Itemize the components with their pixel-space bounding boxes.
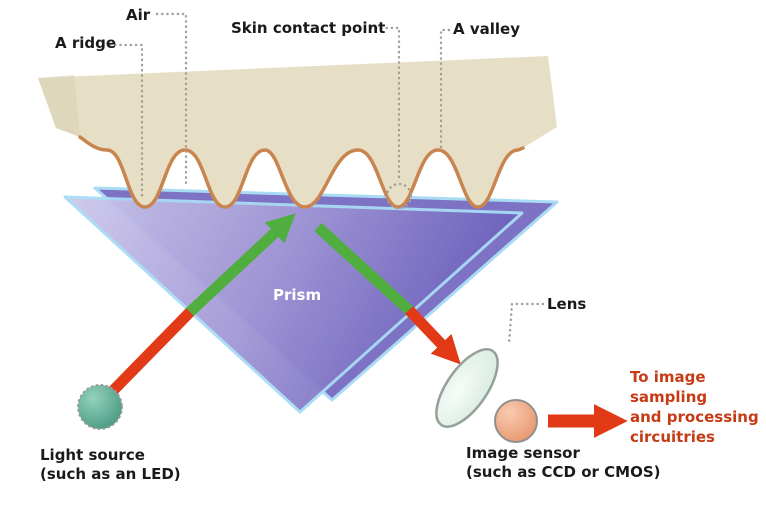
leader-lens: [507, 302, 545, 346]
ridge-label: A ridge: [55, 34, 117, 52]
light-source-dot: [77, 384, 123, 430]
finger-shading: [38, 75, 80, 137]
light-source-label: Light source (such as an LED): [40, 446, 181, 484]
finger-skin: [38, 56, 557, 207]
skin-ridge-outline: [78, 135, 525, 209]
light-ray-reflected-green: [314, 222, 415, 317]
lens-label: Lens: [547, 295, 587, 313]
output-line-1: To image: [630, 368, 706, 386]
light-source-label-line2: (such as an LED): [40, 465, 181, 483]
image-sensor-label-line1: Image sensor: [466, 444, 580, 462]
prism-label: Prism: [273, 286, 322, 304]
air-label: Air: [126, 6, 151, 24]
image-sensor-dot: [494, 399, 538, 443]
output-line-3: and processing: [630, 408, 759, 426]
leader-skin-contact: [369, 26, 401, 183]
light-ray-incident-red: [96, 306, 196, 408]
output-destination-label: To image sampling and processing circuit…: [630, 367, 759, 447]
output-line-2: sampling: [630, 388, 708, 406]
image-sensor-label-line2: (such as CCD or CMOS): [466, 463, 661, 481]
valley-label: A valley: [453, 20, 520, 38]
leader-air: [155, 12, 188, 186]
light-ray-exit-red: [405, 306, 461, 365]
image-sensor-label: Image sensor (such as CCD or CMOS): [466, 444, 661, 482]
lens-ellipse: [435, 348, 499, 428]
light-ray-incident-green: [186, 213, 296, 317]
contact-highlight-circle: [385, 182, 413, 210]
skin-contact-label: Skin contact point: [231, 19, 386, 37]
output-line-4: circuitries: [630, 428, 715, 446]
light-source-label-line1: Light source: [40, 446, 145, 464]
leader-ridge: [108, 43, 144, 202]
